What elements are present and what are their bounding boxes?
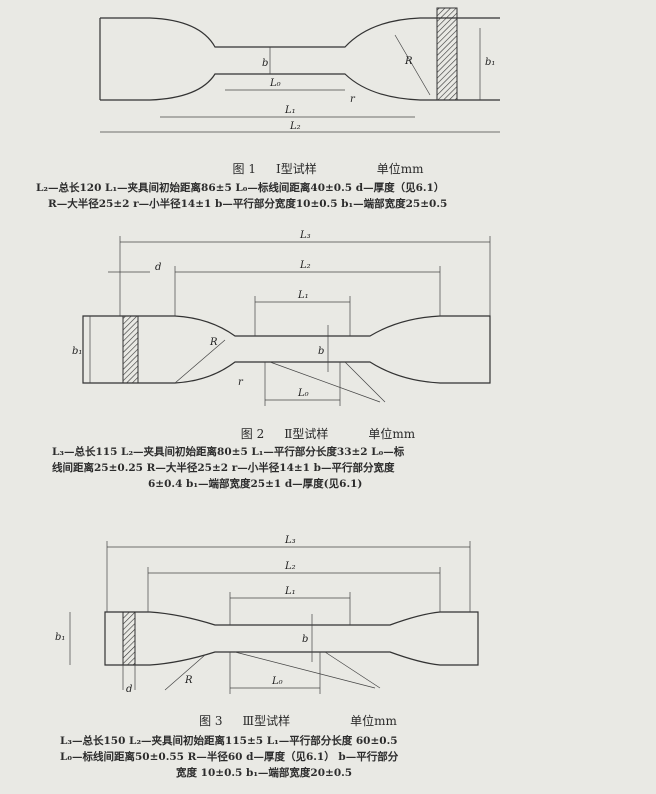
label-L0: L₀ bbox=[269, 78, 281, 89]
figure-1-legend: L₂—总长120 L₁—夹具间初始距离86±5 L₀—标线间距离40±0.5 d… bbox=[36, 180, 447, 212]
legend-line: R—大半径25±2 r—小半径14±1 b—平行部分宽度10±0.5 b₁—端部… bbox=[48, 198, 448, 210]
label-r: r bbox=[238, 377, 244, 388]
hatched-section bbox=[122, 611, 136, 666]
label-r: r bbox=[350, 94, 356, 105]
specimen-outline bbox=[104, 611, 479, 666]
caption-number: 图 1 bbox=[232, 162, 256, 176]
label-R: R bbox=[184, 675, 193, 686]
caption-number: 图 3 bbox=[199, 714, 223, 728]
label-L1: L₁ bbox=[297, 290, 309, 301]
label-R: R bbox=[404, 56, 413, 67]
label-b1: b₁ bbox=[55, 632, 65, 643]
figure-2-legend: L₃—总长115 L₂—夹具间初始距离80±5 L₁—平行部分长度33±2 L₀… bbox=[52, 444, 404, 492]
caption-unit: 单位mm bbox=[368, 427, 416, 441]
label-L3: L₃ bbox=[284, 535, 296, 546]
label-b: b bbox=[302, 634, 308, 645]
label-L1: L₁ bbox=[284, 586, 296, 597]
label-L2: L₂ bbox=[299, 260, 311, 271]
figure-2-caption: 图 2 Ⅱ型试样 单位mm bbox=[0, 425, 656, 442]
specimen-outline bbox=[99, 17, 500, 101]
label-R: R bbox=[209, 337, 218, 348]
legend-line: 宽度 10±0.5 b₁—端部宽度20±0.5 bbox=[176, 767, 353, 779]
label-L2: L₂ bbox=[284, 561, 296, 572]
label-L0: L₀ bbox=[297, 388, 309, 399]
label-L1: L₁ bbox=[284, 105, 296, 116]
figure-1-drawing: b₁ b R r L₀ L₁ L₂ bbox=[99, 7, 500, 133]
figure-1-caption: 图 1 Ⅰ型试样 单位mm bbox=[0, 160, 656, 177]
label-b1: b₁ bbox=[72, 346, 82, 357]
figure-3-caption: 图 3 Ⅲ型试样 单位mm bbox=[0, 712, 626, 729]
label-b: b bbox=[262, 58, 268, 69]
hatched-section bbox=[122, 315, 139, 384]
label-b1: b₁ bbox=[485, 57, 495, 68]
figure-2-drawing: L₃ L₂ d L₁ b b₁ R r L₀ bbox=[72, 230, 491, 406]
legend-line: 6±0.4 b₁—端部宽度25±1 d—厚度(见6.1) bbox=[148, 478, 363, 490]
caption-unit: 单位mm bbox=[350, 714, 397, 728]
figure-3-drawing: L₃ L₂ L₁ b b₁ d R L₀ bbox=[55, 535, 479, 695]
hatched-section bbox=[436, 7, 458, 101]
caption-number: 图 2 bbox=[240, 427, 265, 441]
label-L0: L₀ bbox=[271, 676, 283, 687]
legend-line: L₂—总长120 L₁—夹具间初始距离86±5 L₀—标线间距离40±0.5 d… bbox=[36, 182, 445, 194]
caption-title: Ⅲ型试样 bbox=[242, 714, 291, 728]
legend-line: L₃—总长115 L₂—夹具间初始距离80±5 L₁—平行部分长度33±2 L₀… bbox=[52, 446, 405, 458]
legend-line: L₀—标线间距离50±0.55 R—半径60 d—厚度（见6.1） b—平行部分 bbox=[60, 751, 399, 763]
figure-3-legend: L₃—总长150 L₂—夹具间初始距离115±5 L₁—平行部分长度 60±0.… bbox=[60, 733, 398, 781]
caption-title: Ⅰ型试样 bbox=[275, 162, 317, 176]
label-d: d bbox=[126, 684, 132, 695]
caption-unit: 单位mm bbox=[376, 162, 424, 176]
legend-line: L₃—总长150 L₂—夹具间初始距离115±5 L₁—平行部分长度 60±0.… bbox=[60, 735, 398, 747]
label-b: b bbox=[318, 346, 324, 357]
legend-line: 线间距离25±0.25 R—大半径25±2 r—小半径14±1 b—平行部分宽度 bbox=[52, 462, 395, 474]
caption-title: Ⅱ型试样 bbox=[284, 427, 329, 441]
label-L2: L₂ bbox=[289, 121, 301, 132]
label-L3: L₃ bbox=[299, 230, 311, 241]
specimen-outline bbox=[82, 315, 491, 384]
label-d: d bbox=[155, 262, 161, 273]
